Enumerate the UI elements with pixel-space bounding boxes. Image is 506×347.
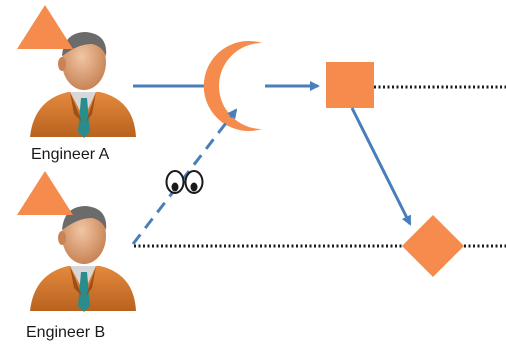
engineer-b-triangle-badge — [17, 171, 73, 215]
engineer-a-label: Engineer A — [31, 146, 110, 163]
crescent-shape — [203, 41, 262, 131]
watching-eyes-icon — [165, 170, 204, 194]
square-shape — [326, 62, 374, 108]
arrow-square-to-diamond — [350, 107, 412, 226]
engineer-a-avatar — [30, 32, 136, 138]
diamond-shape — [402, 215, 464, 277]
engineer-a-triangle-badge — [17, 5, 73, 49]
engineer-b-label: Engineer B — [26, 324, 106, 341]
dashed-arrow-b-to-crescent — [131, 108, 238, 245]
engineer-b-avatar — [30, 206, 136, 312]
